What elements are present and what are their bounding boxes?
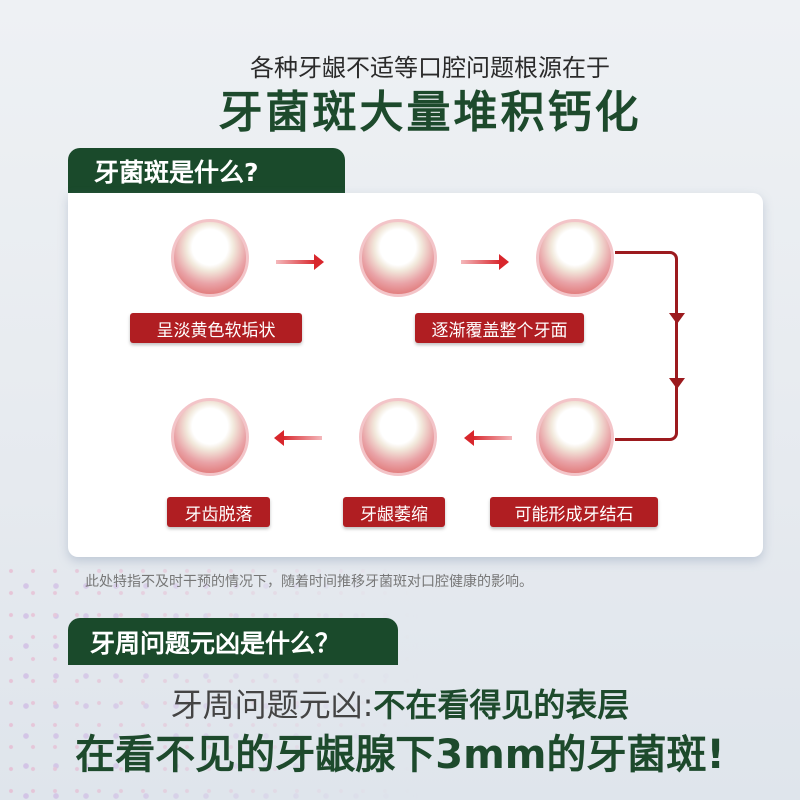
arrow-left-icon (464, 430, 512, 446)
cause-main: 不在看得见的表层 (373, 686, 630, 724)
cause-line-1: 牙周问题元凶:不在看得见的表层 (0, 680, 800, 726)
arrow-left-icon (274, 430, 322, 446)
arrow-right-icon (461, 254, 509, 270)
tooth-image-stage6 (171, 398, 249, 476)
tooth-image-stage2 (359, 219, 437, 297)
cause-line-2: 在看不见的牙龈腺下3mm的牙菌斑! (75, 732, 725, 778)
connector-line (615, 251, 678, 441)
tooth-image-stage3 (536, 219, 614, 297)
tooth-image-stage5 (359, 398, 437, 476)
subtitle: 各种牙龈不适等口腔问题根源在于 (250, 54, 610, 82)
stage-label: 牙龈萎缩 (343, 497, 445, 527)
footnote: 此处特指不及时干预的情况下，随着时间推移牙菌斑对口腔健康的影响。 (85, 574, 533, 590)
arrow-right-icon (276, 254, 324, 270)
page-title: 牙菌斑大量堆积钙化 (218, 87, 642, 138)
arrow-down-icon (669, 313, 685, 324)
stage-label: 逐渐覆盖整个牙面 (415, 313, 584, 343)
tooth-image-stage1 (171, 219, 249, 297)
stage-label: 呈淡黄色软垢状 (130, 313, 302, 343)
decorative-dots (0, 560, 420, 800)
arrow-down-icon (669, 378, 685, 389)
section-tab-plaque: 牙菌斑是什么? (68, 148, 345, 194)
tooth-image-stage4 (536, 398, 614, 476)
section-tab-cause: 牙周问题元凶是什么？ (68, 618, 398, 665)
stage-label: 牙齿脱落 (167, 497, 270, 527)
cause-prefix: 牙周问题元凶: (170, 686, 374, 724)
stage-label: 可能形成牙结石 (490, 497, 658, 527)
